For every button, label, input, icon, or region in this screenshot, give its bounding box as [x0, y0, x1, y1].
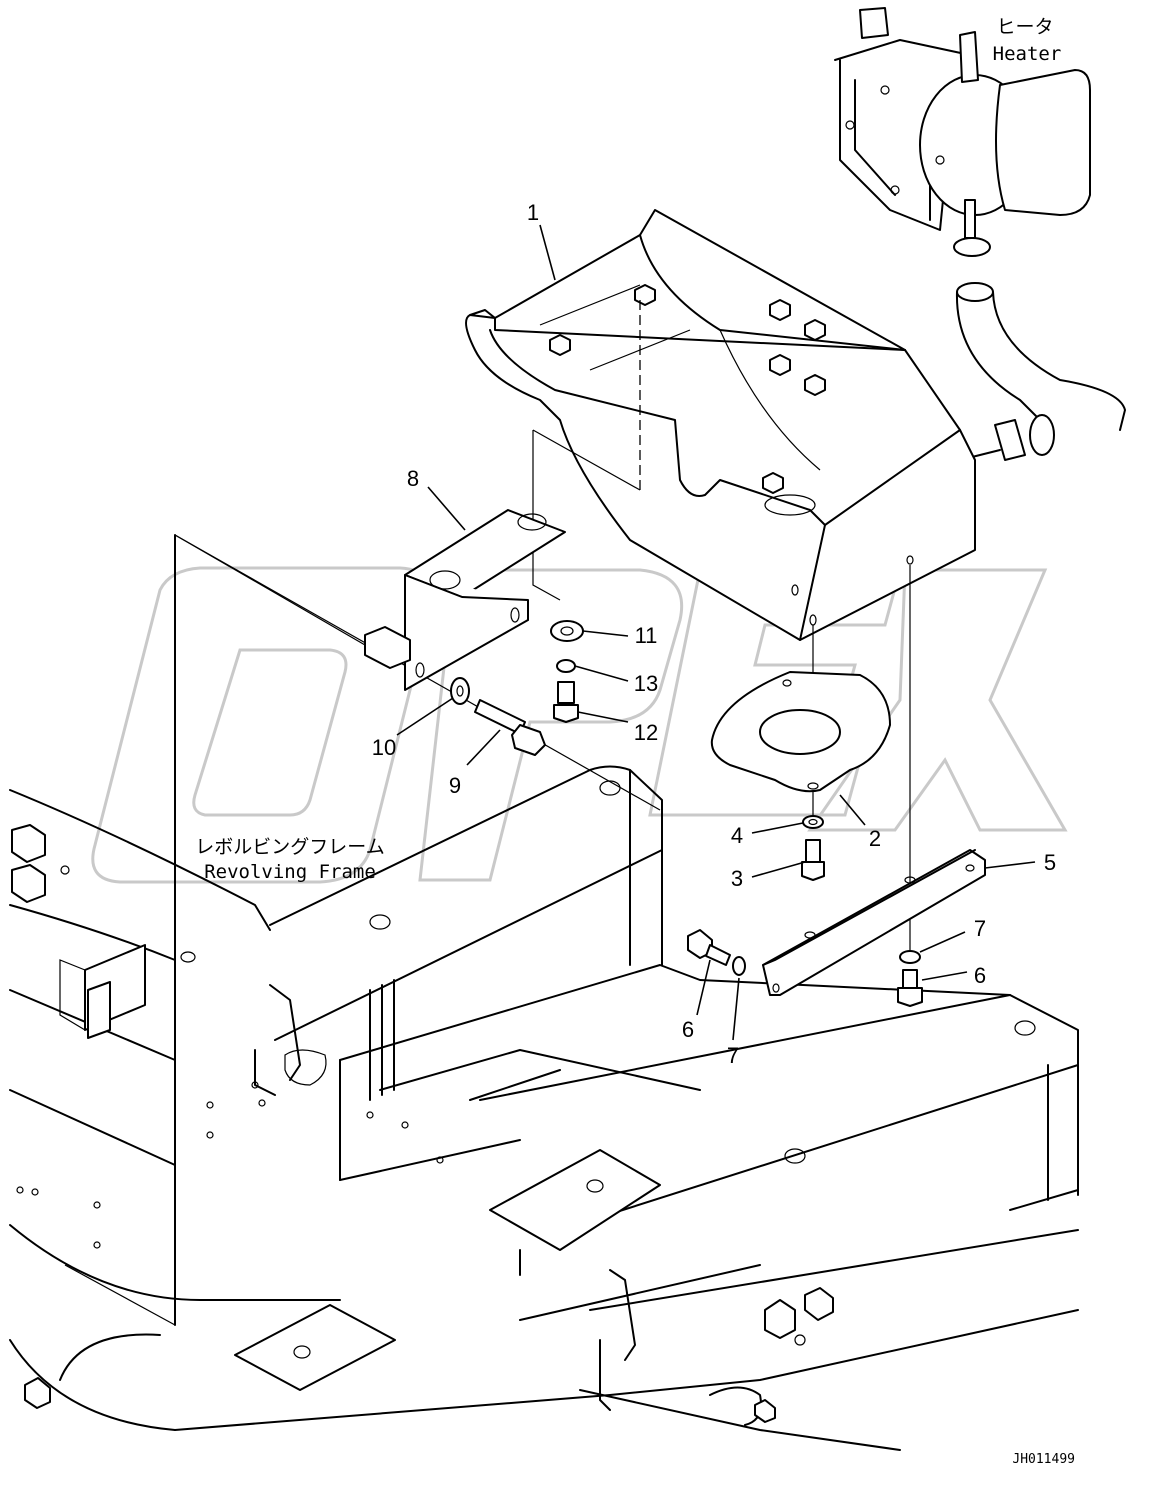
callout-3: 3	[731, 866, 743, 891]
callout-1: 1	[527, 200, 539, 225]
callout-10: 10	[372, 735, 396, 760]
text-labels: ヒータ Heater レボルビングフレーム Revolving Frame JH…	[195, 16, 1075, 1467]
frame-holes	[16, 865, 806, 1346]
part-1-tray	[465, 209, 976, 641]
drawing-code: JH011499	[1012, 1452, 1075, 1467]
callout-12: 12	[634, 720, 658, 745]
callout-2: 2	[869, 826, 881, 851]
heater-label-en: Heater	[993, 43, 1062, 65]
callout-6-left: 6	[682, 1017, 694, 1042]
callout-7-left: 7	[727, 1043, 739, 1068]
callout-11: 11	[635, 623, 658, 648]
callout-5: 5	[1044, 850, 1056, 875]
fasteners-3-4	[801, 815, 825, 881]
fasteners	[450, 620, 584, 756]
leader-lines	[396, 224, 1036, 1041]
callout-8: 8	[407, 466, 419, 491]
part-5-bar	[762, 849, 986, 996]
callout-4: 4	[731, 823, 743, 848]
watermark-logo	[91, 566, 1068, 884]
heater-label-jp: ヒータ	[996, 16, 1053, 38]
callout-9: 9	[449, 773, 461, 798]
callout-numbers: 1 2 3 4 5 6 6 7 7 8 9 10 11 12 13	[372, 200, 1056, 1068]
fasteners-6-7	[687, 929, 923, 1007]
part-8-bracket	[364, 509, 566, 691]
frame-label-jp: レボルビングフレーム	[195, 836, 384, 858]
callout-6-right: 6	[974, 963, 986, 988]
callout-13: 13	[634, 671, 658, 696]
part-2-plate	[710, 671, 891, 793]
callout-7-right: 7	[974, 916, 986, 941]
heater-unit	[834, 7, 1126, 461]
revolving-frame	[9, 534, 1079, 1451]
frame-label-en: Revolving Frame	[204, 861, 376, 883]
